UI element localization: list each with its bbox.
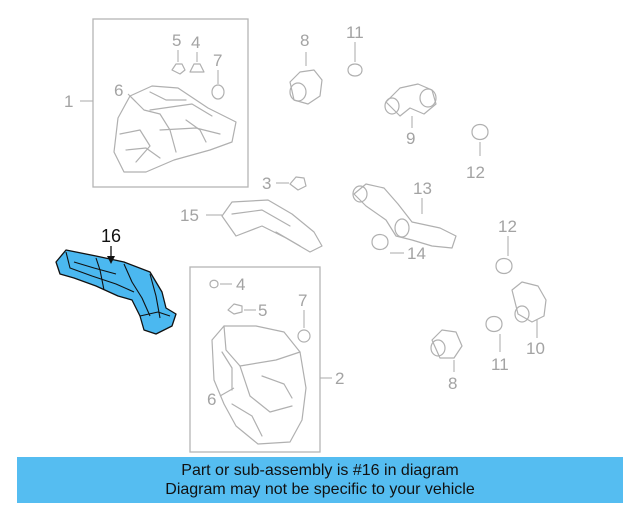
label-4a: 4	[191, 33, 200, 52]
banner-line-1: Part or sub-assembly is #16 in diagram	[181, 462, 459, 479]
clamp-14	[371, 233, 389, 251]
label-12b: 12	[498, 217, 517, 236]
label-6b: 6	[207, 390, 216, 409]
label-13: 13	[413, 179, 432, 198]
clamp-11-upper	[347, 63, 363, 77]
part-3	[289, 176, 307, 191]
air-box-lid	[113, 85, 237, 173]
label-14: 14	[407, 244, 426, 263]
lower-assembly-box	[189, 266, 321, 453]
label-15: 15	[180, 206, 199, 225]
label-12a: 12	[466, 163, 485, 182]
label-11a: 11	[346, 23, 364, 42]
highlighted-part-16	[55, 246, 177, 335]
lower-assembly-group: 2 4 5 7 6	[189, 266, 344, 453]
hose-9	[384, 83, 437, 128]
label-4b: 4	[236, 275, 245, 294]
label-8b: 8	[448, 374, 457, 393]
label-5b: 5	[258, 301, 267, 320]
air-box-housing	[211, 325, 307, 445]
clamp-11-lower	[485, 315, 503, 333]
label-8a: 8	[300, 31, 309, 50]
label-7a: 7	[213, 51, 222, 70]
upper-assembly-box	[92, 18, 249, 188]
banner-line-2: Diagram may not be specific to your vehi…	[165, 481, 475, 498]
part-8-upper	[289, 52, 323, 105]
hose-13	[352, 183, 457, 249]
label-9: 9	[406, 129, 415, 148]
screw-5-lower	[227, 303, 243, 315]
part-8-lower	[430, 329, 463, 372]
elbow-10	[511, 281, 547, 338]
label-11b: 11	[491, 355, 509, 374]
label-2: 2	[335, 369, 344, 388]
label-3: 3	[262, 174, 271, 193]
clip-4-lower	[209, 279, 219, 289]
label-6a: 6	[114, 81, 123, 100]
parts-diagram: 1 5 4 7 6 3 8 11	[55, 18, 547, 453]
label-7b: 7	[298, 291, 307, 310]
label-16: 16	[101, 226, 121, 246]
label-1: 1	[64, 92, 73, 111]
upper-assembly-group: 1 5 4 7 6	[64, 18, 249, 188]
info-banner: Part or sub-assembly is #16 in diagram D…	[17, 457, 623, 503]
grommet-7	[211, 84, 225, 100]
grommet-7-lower	[297, 329, 311, 343]
clamp-12-upper	[471, 123, 489, 141]
clamp-12-lower	[495, 257, 513, 275]
duct-15	[206, 199, 323, 253]
screw-5	[171, 63, 186, 75]
label-5a: 5	[172, 31, 181, 50]
label-10: 10	[526, 339, 545, 358]
clip-4	[189, 63, 205, 73]
